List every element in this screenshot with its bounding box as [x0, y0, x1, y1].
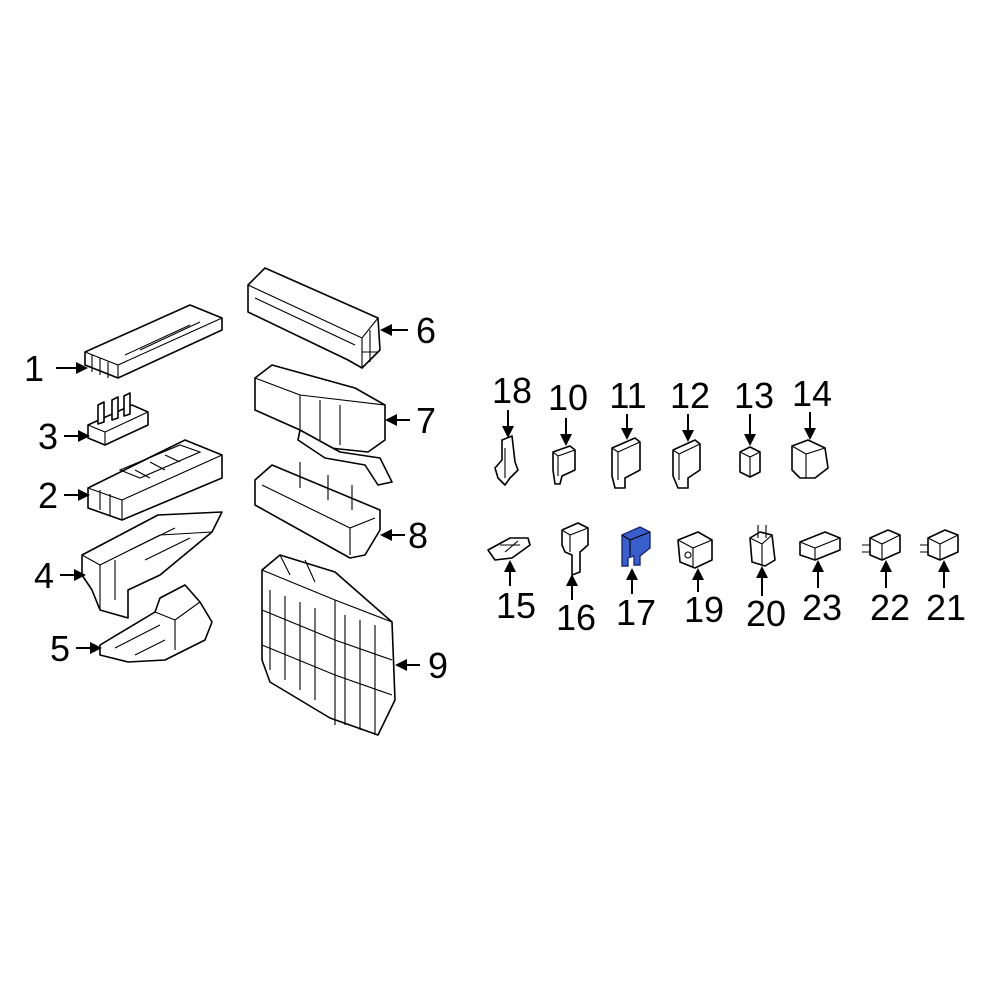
part-22-relay[interactable]	[862, 529, 901, 561]
part-8-tray[interactable]	[254, 462, 381, 559]
part-9-main-fuse-box[interactable]	[261, 554, 396, 736]
part-11-fuse[interactable]	[611, 437, 641, 489]
part-5-bracket[interactable]	[99, 584, 213, 663]
part-18-pin[interactable]	[494, 435, 519, 486]
callout-20: 20	[746, 593, 786, 634]
part-19-relay[interactable]	[677, 531, 713, 569]
part-21-relay[interactable]	[920, 529, 959, 561]
part-16-fuse-holder[interactable]	[561, 522, 589, 576]
part-3-connector[interactable]	[87, 392, 149, 446]
part-20-relay[interactable]	[749, 525, 776, 567]
callout-labels: 1 3 2 4 5 6 7 8 9 18 10 11 12 13 14 15 1…	[24, 310, 966, 686]
callout-16: 16	[556, 597, 596, 638]
callout-12: 12	[670, 375, 710, 416]
callout-10: 10	[548, 377, 588, 418]
callout-1: 1	[24, 348, 44, 389]
callout-6: 6	[416, 310, 436, 351]
part-17-maxi-fuse-highlighted[interactable]	[621, 526, 651, 567]
callout-17: 17	[616, 592, 656, 633]
part-6-top-cover[interactable]	[247, 267, 381, 369]
callout-19: 19	[684, 589, 724, 630]
part-7-housing[interactable]	[254, 364, 393, 486]
callout-18: 18	[492, 370, 532, 411]
callout-9: 9	[428, 645, 448, 686]
part-2-relay-block[interactable]	[87, 439, 223, 521]
part-23-connector[interactable]	[799, 531, 841, 561]
callout-22: 22	[870, 587, 910, 628]
callout-7: 7	[416, 400, 436, 441]
callout-13: 13	[734, 375, 774, 416]
part-12-fuse[interactable]	[672, 439, 701, 489]
part-4-tray[interactable]	[81, 511, 223, 619]
callout-14: 14	[792, 373, 832, 414]
callout-2: 2	[38, 475, 58, 516]
part-14-cartridge-fuse[interactable]	[791, 439, 829, 479]
callout-3: 3	[38, 416, 58, 457]
part-1-cover[interactable]	[84, 304, 223, 379]
callout-arrows	[56, 324, 950, 671]
part-15-fuse-link[interactable]	[487, 537, 531, 561]
part-10-mini-fuse[interactable]	[552, 445, 576, 485]
callout-8: 8	[408, 515, 428, 556]
part-13-cartridge-fuse[interactable]	[739, 446, 761, 478]
callout-21: 21	[926, 587, 966, 628]
callout-23: 23	[802, 587, 842, 628]
callout-5: 5	[50, 628, 70, 669]
callout-11: 11	[609, 375, 646, 416]
callout-4: 4	[34, 555, 54, 596]
callout-15: 15	[496, 585, 536, 626]
